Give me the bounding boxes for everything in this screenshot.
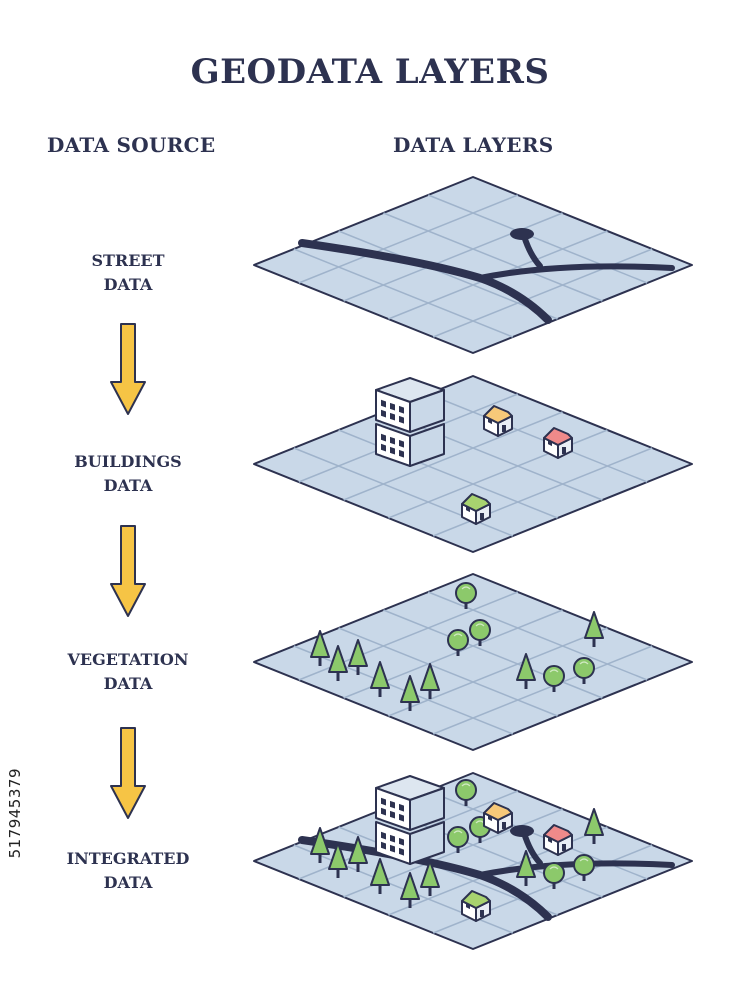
arrow-down-icon-1 xyxy=(110,323,146,415)
office-building-icon xyxy=(375,377,445,467)
layer-integrated-plane xyxy=(253,772,693,950)
arrow-down-icon-3 xyxy=(110,727,146,819)
column-header-data-layers: DATA LAYERS xyxy=(393,133,554,157)
house-icon-green xyxy=(461,493,491,525)
label-street-line1: STREET xyxy=(91,251,165,270)
house-icon-green xyxy=(461,890,491,922)
label-vegetation-data: VEGETATION DATA xyxy=(38,648,218,696)
label-integrated-line2: DATA xyxy=(103,873,153,892)
label-vegetation-line2: DATA xyxy=(103,674,153,693)
layer-vegetation-plane xyxy=(253,573,693,751)
cul-de-sac xyxy=(510,825,534,837)
house-icon-red xyxy=(543,427,573,459)
house-icon-red xyxy=(543,824,573,856)
house-icon-orange xyxy=(483,405,513,437)
label-integrated-data: INTEGRATED DATA xyxy=(38,847,218,895)
label-buildings-line2: DATA xyxy=(103,476,153,495)
label-street-line2: DATA xyxy=(103,275,153,294)
column-header-data-source: DATA SOURCE xyxy=(47,133,216,157)
cul-de-sac xyxy=(510,228,534,240)
arrow-down-icon-2 xyxy=(110,525,146,617)
layer-buildings-plane xyxy=(253,375,693,553)
label-buildings-data: BUILDINGS DATA xyxy=(38,450,218,498)
layer-street-plane xyxy=(253,176,693,354)
house-icon-orange xyxy=(483,802,513,834)
label-street-data: STREET DATA xyxy=(38,249,218,297)
label-buildings-line1: BUILDINGS xyxy=(74,452,182,471)
page-title: GEODATA LAYERS xyxy=(190,52,550,92)
label-vegetation-line1: VEGETATION xyxy=(67,650,189,669)
label-integrated-line1: INTEGRATED xyxy=(66,849,190,868)
office-building-icon xyxy=(375,775,445,865)
